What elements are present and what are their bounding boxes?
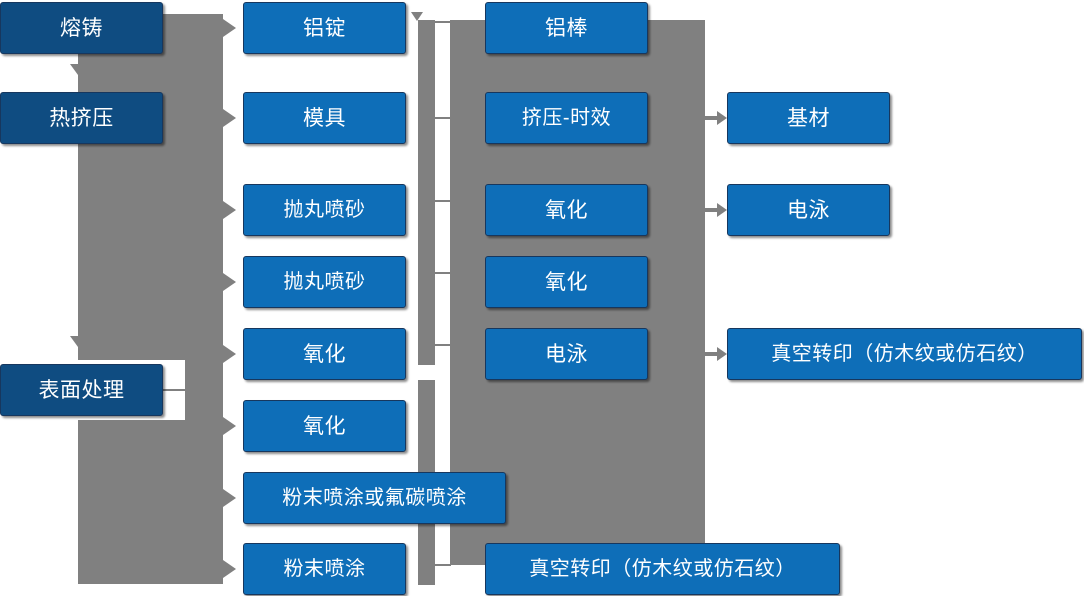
- treatment-box-aluminum-bar[interactable]: 铝棒: [485, 2, 648, 54]
- substep-box-shot-blasting-1[interactable]: 抛丸喷砂: [243, 184, 406, 236]
- right-arrow-icon: [705, 345, 727, 363]
- substep-box-oxidation-1[interactable]: 氧化: [243, 328, 406, 380]
- substep-box-shot-blasting-2[interactable]: 抛丸喷砂: [243, 256, 406, 308]
- mid-link-line: [435, 117, 451, 119]
- surface-treatment-connector-2: [163, 389, 185, 391]
- mid-link-line: [435, 200, 451, 202]
- right-arrow-icon: [223, 109, 236, 127]
- treatment-box-electrophoresis-1[interactable]: 电泳: [485, 328, 648, 380]
- product-box-electrophoresis-2[interactable]: 电泳: [727, 184, 890, 236]
- substep-box-oxidation-2[interactable]: 氧化: [243, 400, 406, 452]
- stage-box-surface-treatment[interactable]: 表面处理: [0, 364, 163, 416]
- substep-box-mold[interactable]: 模具: [243, 92, 406, 144]
- right-arrow-icon: [705, 201, 727, 219]
- substep-box-powder-spray[interactable]: 粉末喷涂: [243, 543, 406, 595]
- treatment-box-oxidation-3[interactable]: 氧化: [485, 184, 648, 236]
- down-chevron-icon: [70, 336, 86, 347]
- down-chevron-icon: [411, 12, 423, 21]
- right-arrow-icon: [223, 201, 236, 219]
- mid-thin-gray-bar-upper: [418, 20, 435, 365]
- product-box-substrate[interactable]: 基材: [727, 92, 890, 144]
- substep-box-powder-or-pvdf-spray[interactable]: 粉末喷涂或氟碳喷涂: [243, 472, 506, 524]
- treatment-box-oxidation-4[interactable]: 氧化: [485, 256, 648, 308]
- stage-box-hot-extrusion[interactable]: 热挤压: [0, 92, 163, 144]
- mid-link-line: [435, 21, 451, 23]
- right-arrow-icon: [223, 489, 236, 507]
- right-arrow-icon: [223, 560, 236, 578]
- right-arrow-icon: [223, 417, 236, 435]
- product-box-vacuum-transfer-1[interactable]: 真空转印（仿木纹或仿石纹）: [727, 328, 1082, 380]
- right-arrow-icon: [223, 273, 236, 291]
- mid-link-line: [435, 344, 451, 346]
- substep-box-aluminum-ingot[interactable]: 铝锭: [243, 2, 406, 54]
- mid-link-line: [435, 564, 451, 566]
- treatment-box-vacuum-transfer-2[interactable]: 真空转印（仿木纹或仿石纹）: [485, 543, 840, 595]
- stage-box-melt-casting[interactable]: 熔铸: [0, 2, 163, 54]
- mid-link-line: [435, 272, 451, 274]
- down-chevron-icon: [70, 64, 86, 75]
- right-arrow-icon: [223, 19, 236, 37]
- right-arrow-icon: [705, 109, 727, 127]
- right-arrow-icon: [223, 345, 236, 363]
- treatment-box-extrusion-aging[interactable]: 挤压-时效: [485, 92, 648, 144]
